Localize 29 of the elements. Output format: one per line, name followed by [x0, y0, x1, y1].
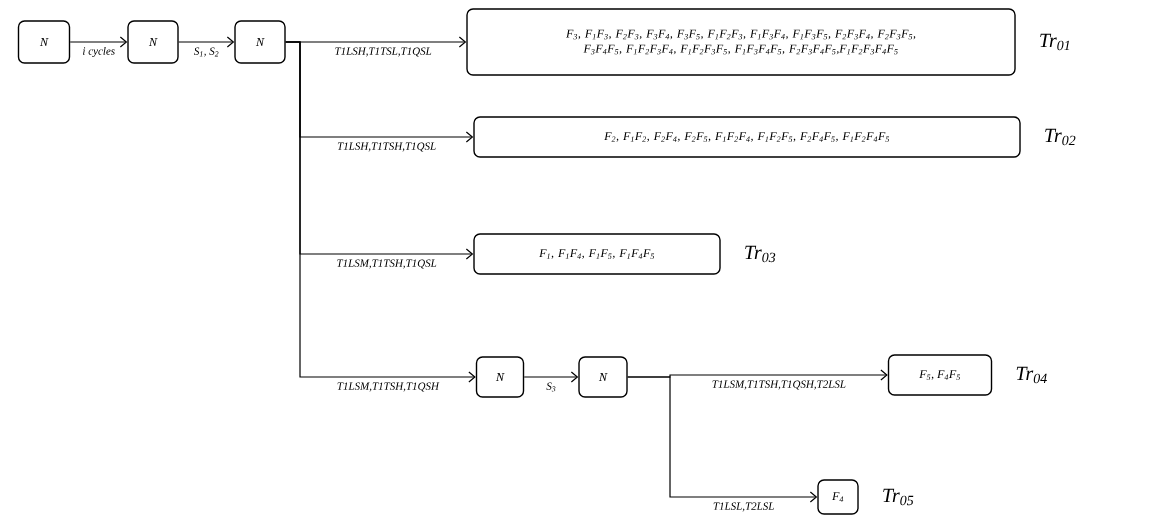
process-box: N — [234, 20, 286, 64]
process-box: N — [578, 356, 628, 398]
edge-label: T1LSH,T1TSH,T1QSL — [336, 141, 438, 153]
process-box: N — [17, 20, 71, 64]
arrow — [523, 371, 579, 383]
tree-label: Tr$_{04}$ — [1016, 366, 1047, 384]
process-box: N — [475, 356, 525, 398]
tree-label: Tr$_{05}$ — [883, 488, 914, 506]
tree-label: Tr$_{01}$ — [1040, 33, 1070, 51]
edge-label: T1LSL,T2LSL — [711, 501, 776, 513]
arrow — [627, 376, 818, 503]
process-box: F$_{3}$, F$_{1}$F$_{3}$, F$_{2}$F$_{3}$, F$_{3}$F$_{4}$, F$_{3}$F$_{5}$, F$_{1}$F$_{2}$F$_{3}$, F$_{1}$F$_{3}$F$_{4}$, F$_{1}$F$_{3}$F$_{5}$, F$_{2}$F$_{3}$F$_{4}$, F$_{2}$F$_{3}$F$_{5}$, F$_{3}$F$_{4}$F$_{5}$, F$_{1}$F$_{2}$F$_{3}$F$_{4}$, F$_{1}$F$_{2}$F$_{3}$F$_{5}$, F$_{1}$F$_{3}$F$_{4}$F$_{5}$, F$_{2}$F$_{3}$F$_{4}$F$_{5}$,F$_{1}$F$_{2}$F$_{3}$F$_{4}$F$_{5}$ — [466, 8, 1016, 76]
edge-label: T1LSM,T1TSH,T1QSL — [335, 258, 438, 270]
arrow — [178, 36, 235, 48]
edge-label: T1LSM,T1TSH,T1QSH,T2LSL — [710, 379, 847, 391]
process-box: F$_{2}$, F$_{1}$F$_{2}$, F$_{2}$F$_{4}$, F$_{2}$F$_{5}$, F$_{1}$F$_{2}$F$_{4}$, F$_{1}$F$_{2}$F$_{5}$, F$_{2}$F$_{4}$F$_{5}$, F$_{1}$F$_{2}$F$_{4}$F$_{5}$ — [473, 116, 1021, 158]
tree-label: Tr$_{02}$ — [1045, 128, 1076, 146]
process-box: N — [127, 20, 179, 64]
edge-label: S$_{1}$, S$_{2}$ — [192, 46, 221, 58]
edge-label: T1LSM,T1TSH,T1QSH — [335, 381, 440, 393]
arrow — [285, 41, 476, 383]
arrow — [69, 36, 128, 48]
process-box: F$_{1}$, F$_{1}$F$_{4}$, F$_{1}$F$_{5}$, F$_{1}$F$_{4}$F$_{5}$ — [473, 233, 721, 275]
edge-label: T1LSH,T1TSL,T1QSL — [333, 46, 433, 58]
process-box: F$_{4}$ — [817, 479, 859, 515]
edge-label: i cycles — [81, 46, 117, 58]
edge-label: S$_{3}$ — [545, 381, 558, 393]
process-box: F$_{5}$, F$_{4}$F$_{5}$ — [887, 354, 993, 396]
tree-label: Tr$_{03}$ — [745, 245, 776, 263]
